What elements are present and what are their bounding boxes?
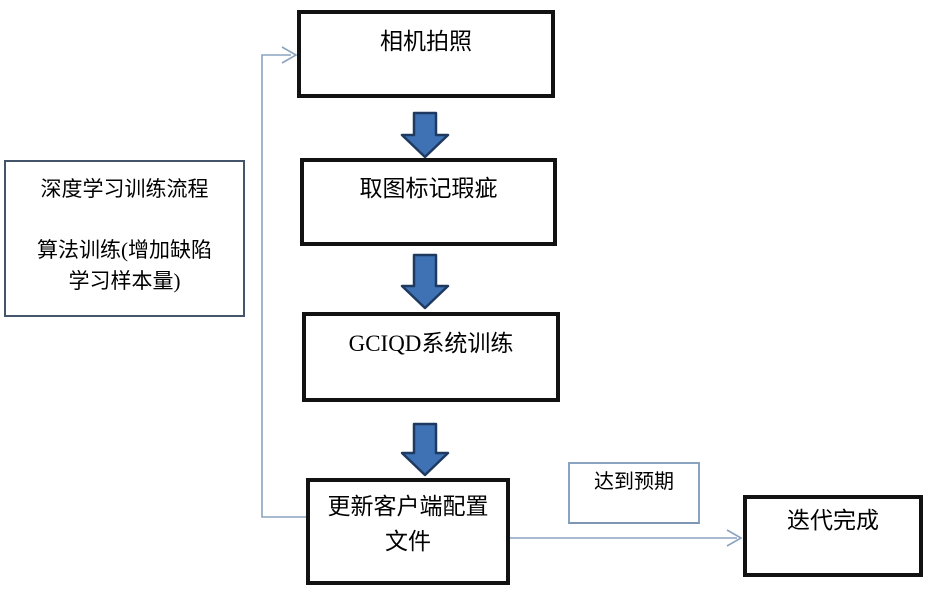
flow-node-update-config: 更新客户端配置 文件 (306, 478, 510, 585)
flow-node-camera: 相机拍照 (297, 10, 555, 98)
flow-node-gciqd-training: GCIQD系统训练 (302, 312, 560, 402)
flow-node-iteration-done: 迭代完成 (743, 495, 923, 577)
block-arrow-1-icon (400, 111, 450, 159)
flow-node-gciqd-training-label: GCIQD系统训练 (348, 331, 514, 356)
flow-node-iteration-done-label: 迭代完成 (787, 508, 879, 533)
flow-node-update-config-line1: 更新客户端配置 (327, 494, 489, 519)
block-arrow-3-icon (400, 422, 450, 477)
flow-node-update-config-line2: 文件 (385, 529, 431, 554)
feedback-connector-arrowhead-icon (281, 46, 298, 64)
done-connector-arrowhead-icon (726, 529, 743, 547)
flow-node-camera-label: 相机拍照 (380, 29, 472, 54)
left-note-line1: 深度学习训练流程 (40, 177, 209, 201)
left-note-box: 深度学习训练流程 算法训练(增加缺陷 学习样本量) (4, 160, 245, 317)
flow-node-mark-defects-label: 取图标记瑕疵 (359, 176, 498, 201)
left-note-line2: 算法训练(增加缺陷 (37, 238, 212, 262)
flow-node-mark-defects: 取图标记瑕疵 (300, 158, 557, 246)
feedback-connector-line (261, 54, 306, 518)
block-arrow-2-icon (400, 253, 450, 310)
left-note-line3: 学习样本量) (68, 269, 181, 293)
edge-label-expectation-text: 达到预期 (594, 471, 674, 493)
edge-label-expectation: 达到预期 (568, 462, 700, 524)
